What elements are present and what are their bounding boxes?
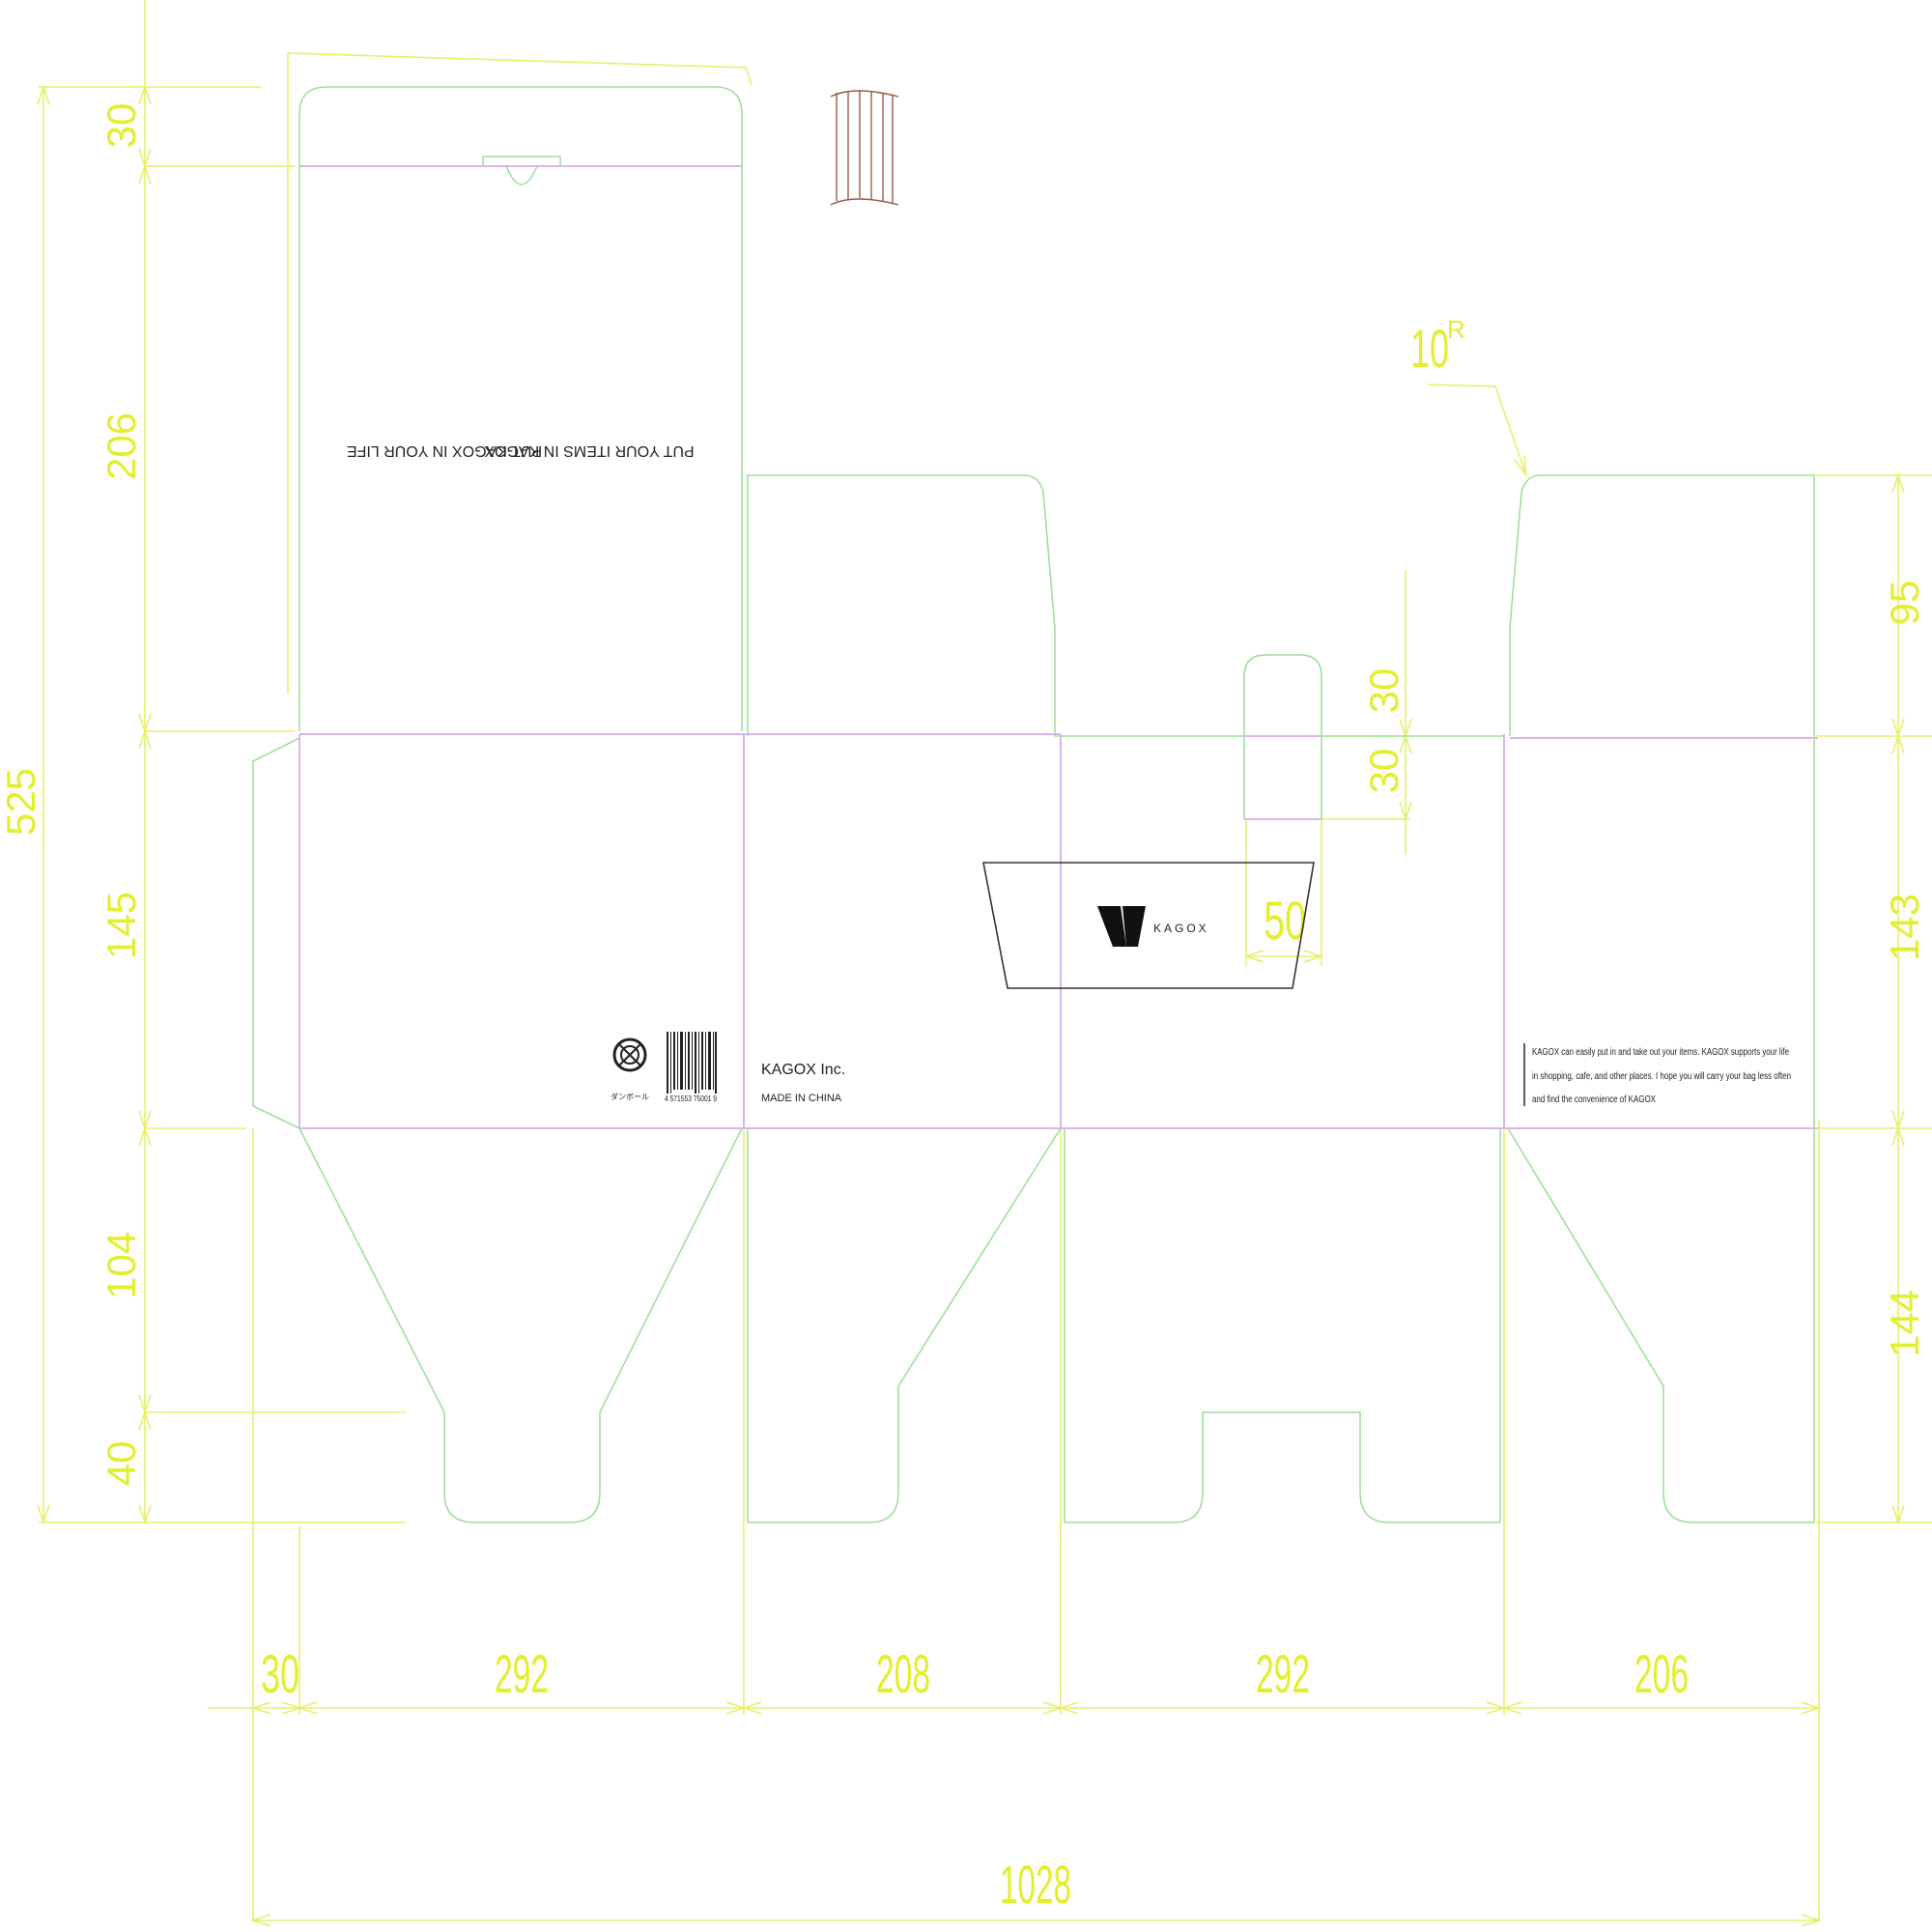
barcode-number: 4 571553 75001 9 (665, 1094, 717, 1103)
dimension-labels: 30 206 525 145 104 40 95 143 144 30 30 5… (0, 103, 1927, 1915)
dim-glue-tab: 30 (261, 1643, 299, 1704)
lid-slogan-1: PUT YOUR ITEMS IN KAGOX (484, 442, 695, 459)
description-line-3: and find the convenience of KAGOX (1532, 1094, 1656, 1105)
made-in: MADE IN CHINA (761, 1093, 842, 1104)
dim-corner-radius-suffix: R (1447, 315, 1465, 344)
dim-overall-width: 1028 (1000, 1854, 1071, 1915)
dim-panel-b: 208 (876, 1643, 930, 1704)
dimension-lines (37, 0, 1932, 1927)
dim-bottom-tab: 40 (99, 1441, 144, 1487)
printed-artwork: PUT YOUR ITEMS IN KAGOX PUT KAGOX IN YOU… (347, 90, 1791, 1106)
description-line-1: KAGOX can easily put in and take out you… (1532, 1047, 1789, 1058)
dim-panel-d: 206 (1634, 1643, 1689, 1704)
company-name: KAGOX Inc. (761, 1062, 845, 1078)
dim-body-height-left: 145 (99, 892, 144, 959)
dim-flap-height-right: 95 (1882, 581, 1927, 626)
dim-handle-width: 50 (1264, 890, 1306, 951)
brand-label-outline (982, 862, 1315, 989)
dim-bottom-flap-right: 144 (1882, 1290, 1927, 1357)
dim-panel-c: 292 (1256, 1643, 1310, 1704)
description-line-2: in shopping, cafe, and other places. I h… (1532, 1071, 1791, 1082)
dim-body-height-right: 143 (1882, 894, 1927, 961)
flute-direction-icon (830, 90, 899, 206)
kagox-logo-icon (1097, 906, 1146, 947)
barcode-icon (667, 1032, 717, 1094)
dim-top-panel: 206 (99, 412, 144, 480)
brand-name: KAGOX (1153, 922, 1209, 935)
dim-bottom-flap: 104 (99, 1232, 144, 1299)
fold-lines (298, 165, 1818, 1129)
dim-corner-radius: 10 (1410, 318, 1449, 379)
dim-handle-lower: 30 (1361, 749, 1406, 794)
cut-lines (252, 86, 1815, 1523)
dim-overall-height: 525 (0, 768, 43, 836)
recycle-label: ダンボール (611, 1092, 649, 1101)
dim-panel-a: 292 (495, 1643, 549, 1704)
dim-top-tab: 30 (99, 103, 144, 149)
recycle-mark-icon (612, 1037, 647, 1072)
lid-slogan-2: PUT KAGOX IN YOUR LIFE (347, 442, 542, 459)
dim-handle-upper: 30 (1361, 668, 1406, 714)
